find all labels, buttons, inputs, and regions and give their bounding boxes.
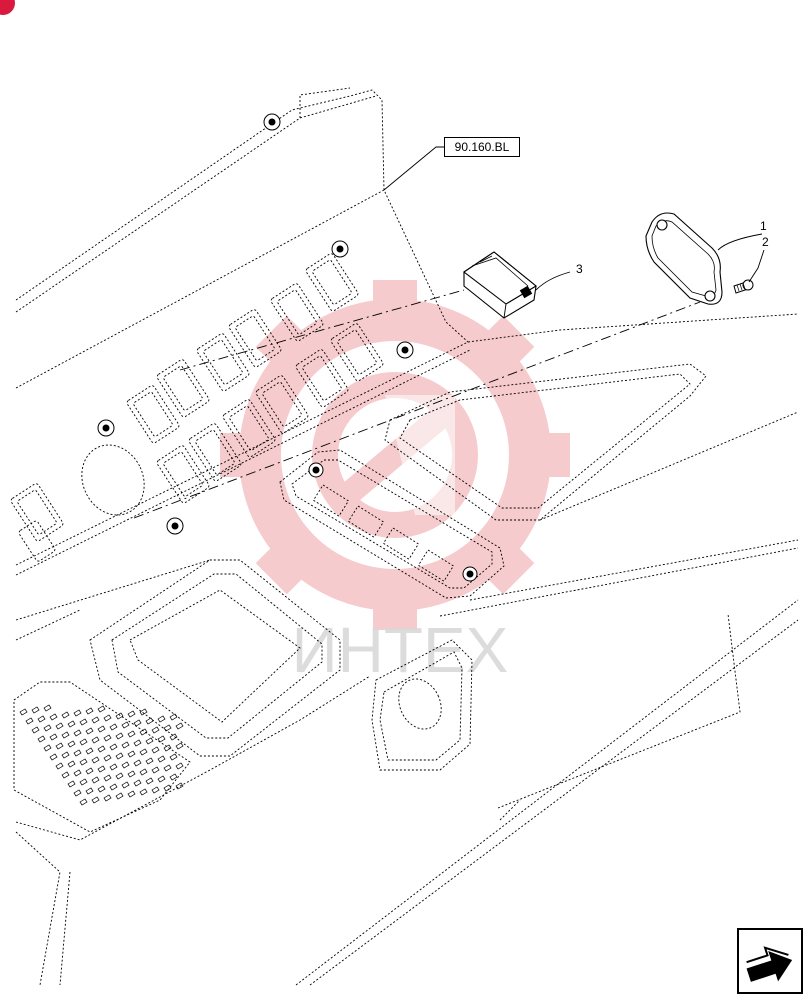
watermark-text: ИНТЕХ	[292, 614, 509, 686]
watermark-logo	[220, 280, 570, 630]
part-3-switch-plug	[463, 251, 537, 319]
grille-outline	[13, 681, 191, 833]
switch-panel-plate	[279, 449, 505, 599]
grille-pattern	[19, 704, 184, 806]
leader-3	[535, 271, 571, 291]
part-2-screw	[733, 279, 754, 294]
leader-dashed-line	[133, 301, 701, 519]
panel-screws	[97, 113, 478, 582]
dashboard-lower-edge	[15, 313, 799, 566]
round-hole	[81, 444, 145, 516]
callout-2: 2	[762, 235, 769, 249]
next-page-arrow-icon	[746, 946, 793, 982]
leader-ref	[383, 146, 444, 191]
recess-outline	[384, 363, 707, 521]
next-page-button[interactable]	[737, 928, 803, 994]
corner-badge	[0, 0, 15, 15]
dashboard-upper-edge	[15, 89, 385, 301]
knob-pod	[371, 639, 473, 771]
dashboard-upper-edge-inner	[15, 95, 377, 313]
reference-label[interactable]: 90.160.BL	[444, 137, 520, 157]
callout-3: 3	[576, 262, 583, 276]
callout-1: 1	[760, 219, 767, 233]
console-right-edge	[539, 411, 799, 521]
left-module-outer	[89, 559, 341, 757]
dashboard-face-edge	[15, 189, 469, 389]
switch-blanks	[10, 253, 384, 562]
leader-2	[748, 249, 765, 283]
leader-1	[717, 233, 763, 251]
part-1-cover-plate	[645, 212, 723, 305]
callout-leaders	[383, 146, 765, 291]
